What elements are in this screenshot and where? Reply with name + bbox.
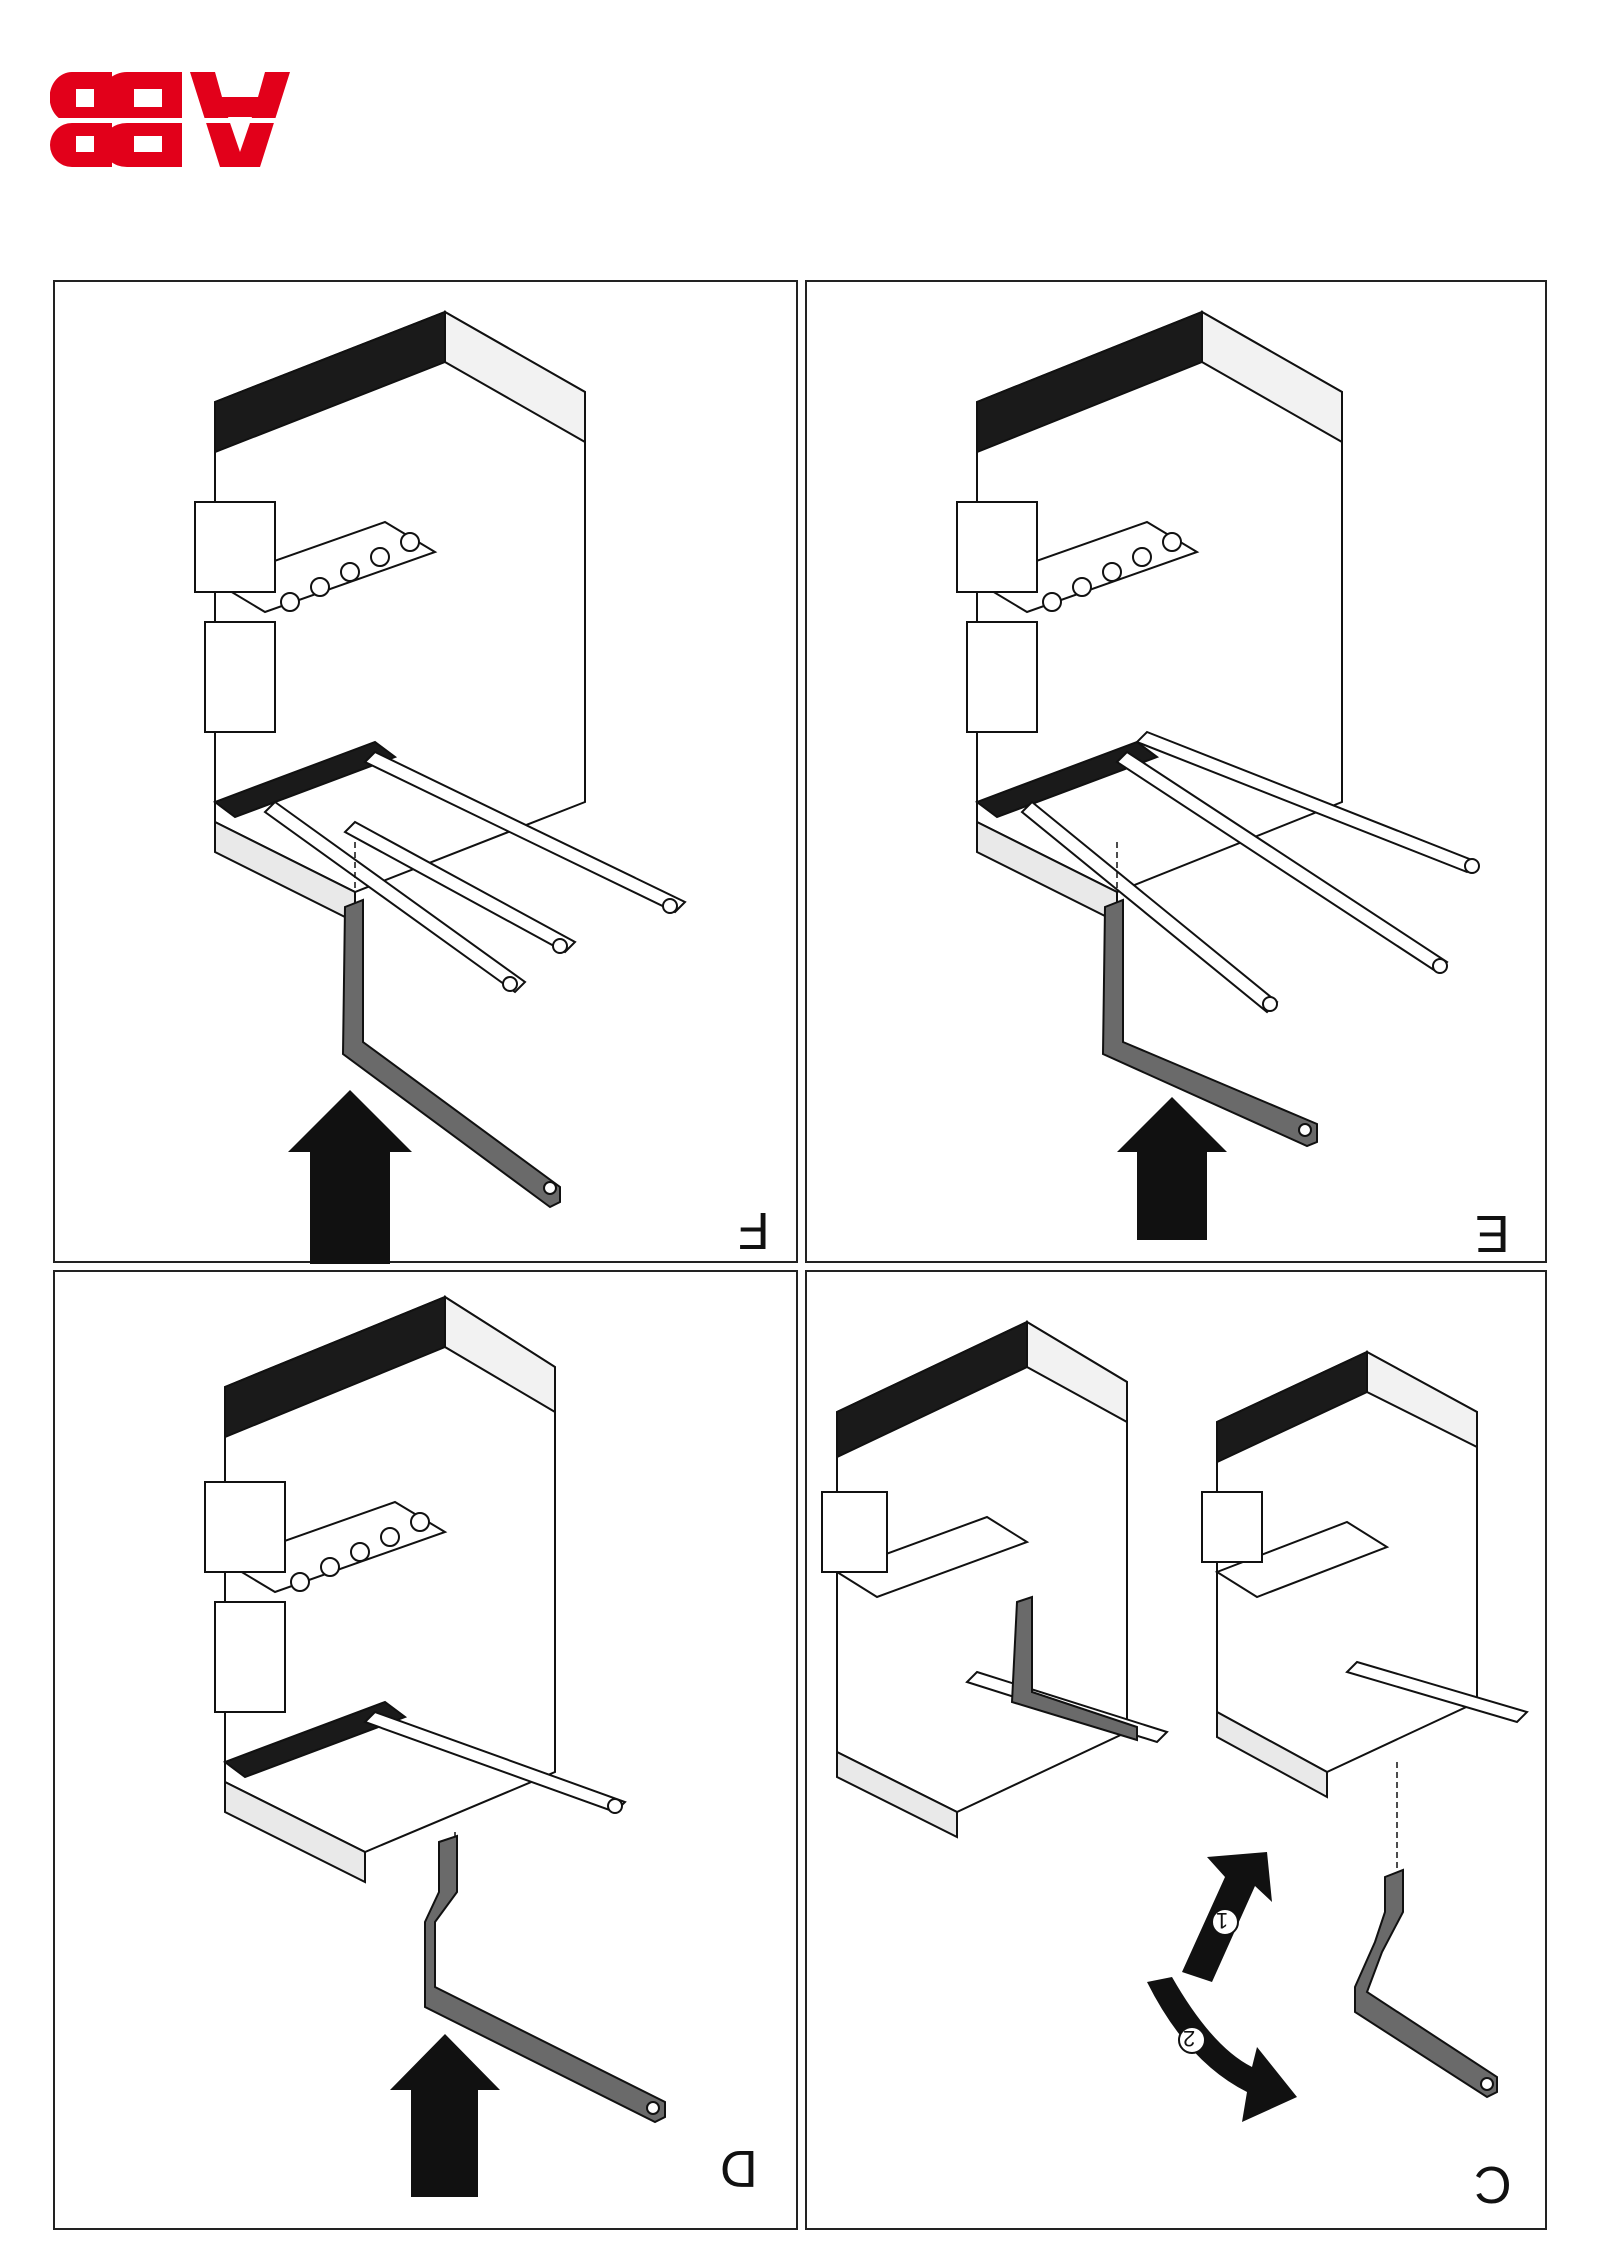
busbar-piece xyxy=(424,1834,666,2124)
panel-f: F xyxy=(53,280,798,1264)
panel-e: E xyxy=(805,280,1547,1263)
arrow-up-icon xyxy=(1117,1097,1227,1240)
busbar-piece xyxy=(1354,1868,1498,2099)
rotate-arrow-icon xyxy=(1147,1977,1297,2122)
arrow-up-icon xyxy=(288,1090,412,1264)
busbar-piece xyxy=(341,898,561,1209)
busbar-piece xyxy=(1101,898,1318,1148)
arrow-up-icon xyxy=(390,2034,500,2197)
breaker-assembly-drawing xyxy=(204,1295,666,2124)
breaker-assembly-drawing xyxy=(821,1320,1529,2099)
panel-c: 1 2 C xyxy=(805,1270,1547,2230)
panel-label: E xyxy=(1475,1204,1510,1262)
breaker-assembly-drawing xyxy=(956,310,1480,1148)
panel-d: D xyxy=(53,1270,798,2230)
breaker-assembly-drawing xyxy=(194,310,687,1209)
panel-label: C xyxy=(1474,2155,1512,2213)
arrow-up-icon xyxy=(1182,1852,1272,1982)
panel-label: F xyxy=(738,1201,770,1259)
abb-logo xyxy=(50,72,290,167)
step-number-2: 2 xyxy=(1183,2026,1196,2051)
panel-label: D xyxy=(720,2139,758,2197)
